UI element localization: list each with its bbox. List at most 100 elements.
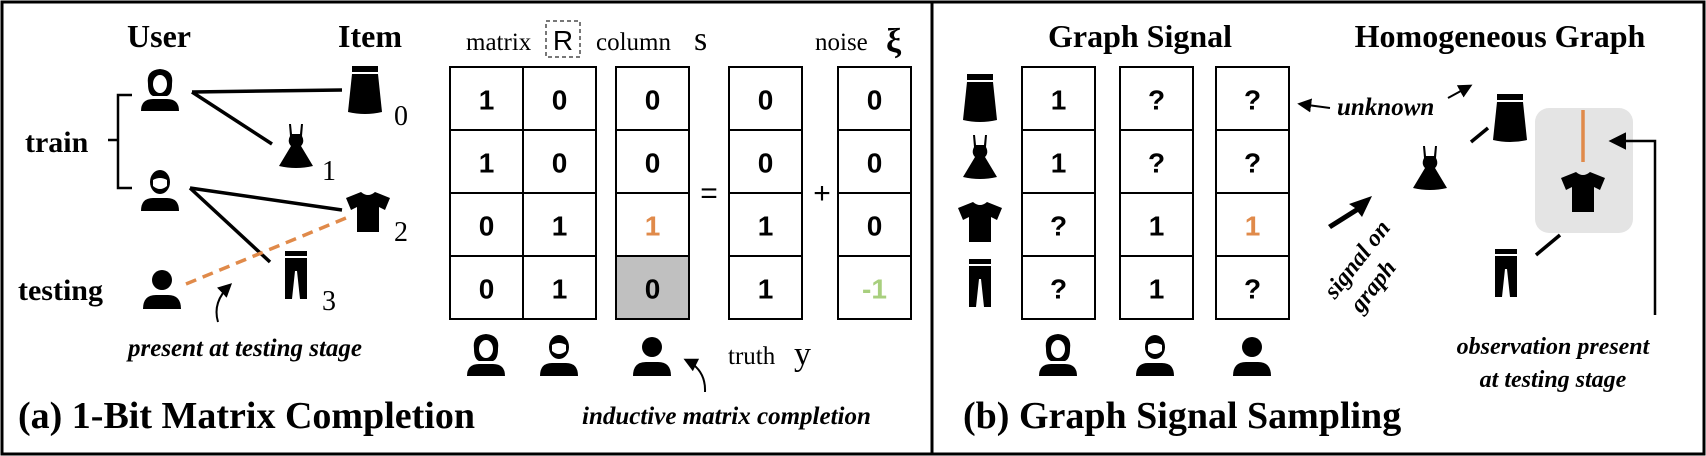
dress-icon — [279, 124, 313, 168]
male-user-icon-r — [540, 335, 578, 376]
column-s-cell-box — [615, 66, 690, 131]
train-bracket — [108, 93, 132, 190]
truth-y-cell-box — [728, 192, 803, 257]
column-symbol: s — [694, 21, 707, 58]
female-user-icon — [141, 69, 179, 111]
matrix-r-cell-value: 1 — [552, 274, 568, 305]
dress-icon-b — [963, 135, 997, 179]
column-s-cell-value: 1 — [645, 211, 661, 242]
matrix-r-cell-value: 0 — [479, 211, 495, 242]
edge-u1-i3 — [188, 186, 272, 264]
caption-a: (a) 1-Bit Matrix Completion — [18, 395, 475, 437]
user-heading: User — [127, 18, 191, 54]
matrix-r-cell-box — [522, 129, 597, 194]
skirt-icon-b — [963, 74, 997, 122]
noise-label: noise — [815, 29, 868, 56]
signal-col-0-cell-box — [1021, 66, 1096, 131]
matrix-r-cell-value: 0 — [552, 85, 568, 116]
signal-col-1-cell-value: 1 — [1149, 211, 1165, 242]
signal-col-1-cell-value: 1 — [1149, 274, 1165, 305]
signal-col-2-cell-box — [1215, 192, 1290, 257]
matrix-r-cell-box — [522, 192, 597, 257]
edge-u1-i2 — [189, 186, 343, 212]
observation-line1: observation present — [1457, 334, 1651, 360]
testing-label: testing — [18, 274, 103, 307]
noise-xi-cell-box — [837, 66, 912, 131]
inductive-arrow — [683, 358, 707, 393]
signal-col-1-cell-value: ? — [1148, 85, 1165, 116]
truth-y-cell-value: 1 — [758, 274, 774, 305]
observation-line2: at testing stage — [1480, 367, 1627, 393]
tshirt-icon — [346, 192, 390, 232]
signal-col-2-cell-box — [1215, 129, 1290, 194]
matrix-r-cell-value: 0 — [552, 148, 568, 179]
signal-col-1-cell-value: ? — [1148, 148, 1165, 179]
signal-col-0: 11?? — [1021, 66, 1096, 320]
test-user-icon-b — [1233, 337, 1271, 376]
noise-xi-cell-value: -1 — [862, 274, 887, 305]
noise-symbol: ξ — [886, 23, 902, 60]
truth-y-cell-value: 1 — [758, 211, 774, 242]
signal-col-0-cell-box — [1021, 255, 1096, 320]
noise-xi-cell-value: 0 — [867, 148, 883, 179]
signal-col-2: ??1? — [1215, 66, 1290, 320]
signal-col-2-cell-value: ? — [1244, 85, 1261, 116]
item-label-0: 0 — [394, 101, 408, 132]
truth-y-cell-value: 0 — [758, 85, 774, 116]
truth-y-cell-box — [728, 66, 803, 131]
column-s-cell-box — [615, 255, 690, 320]
signal-col-1-cell-box — [1119, 192, 1194, 257]
edge-u0-i0 — [191, 88, 343, 94]
signal-col-1-cell-box — [1119, 66, 1194, 131]
signal-col-2-cell-value: ? — [1244, 274, 1261, 305]
truth-symbol: y — [794, 336, 811, 373]
unknown-label: unknown — [1337, 94, 1434, 121]
signal-col-2-cell-value: ? — [1244, 148, 1261, 179]
matrix-r-cell-box — [449, 129, 524, 194]
train-label: train — [25, 126, 89, 159]
noise-xi-cell-box — [837, 255, 912, 320]
item-label-3: 3 — [322, 286, 336, 317]
test-edge — [185, 216, 347, 286]
unknown-arrow-right — [1447, 84, 1473, 99]
item-label-2: 2 — [394, 217, 408, 248]
female-user-icon-r — [467, 334, 505, 376]
matrix-label: matrix — [466, 29, 532, 56]
noise-xi-cell-box — [837, 192, 912, 257]
signal-col-2-cell-box — [1215, 255, 1290, 320]
noise-xi-cell-value: 0 — [867, 85, 883, 116]
dress-node-icon — [1413, 146, 1447, 190]
equals-sign: = — [700, 177, 718, 210]
column-s-cell-value: 0 — [645, 148, 661, 179]
male-user-icon — [141, 170, 179, 211]
matrix-r-cell-box — [449, 192, 524, 257]
item-heading: Item — [338, 18, 402, 54]
signal-col-2-cell-box — [1215, 66, 1290, 131]
truth-label: truth — [728, 343, 776, 370]
matrix-symbol: R — [553, 25, 573, 56]
matrix-r-cell-box — [449, 255, 524, 320]
test-user-icon — [143, 270, 181, 309]
pants-node-icon — [1495, 249, 1517, 297]
matrix-r-cell-value: 0 — [479, 274, 495, 305]
signal-col-1: ?? 1 1 — [1119, 66, 1194, 320]
panel-b-frame — [930, 0, 1706, 456]
signal-col-0-cell-value: ? — [1050, 211, 1067, 242]
caption-b: (b) Graph Signal Sampling — [963, 395, 1401, 437]
signal-arrow-icon — [1328, 196, 1372, 229]
signal-col-1-cell-box — [1119, 255, 1194, 320]
edge-u0-i1 — [191, 90, 273, 146]
graph-edge-pants-tshirt — [1534, 233, 1562, 257]
homogeneous-graph-heading: Homogeneous Graph — [1355, 18, 1646, 54]
matrix-symbol-box — [545, 20, 581, 58]
observation-arrow — [1608, 132, 1657, 315]
column-s-cell-value: 0 — [645, 274, 661, 305]
signal-col-1-cell-box — [1119, 129, 1194, 194]
skirt-node-icon — [1493, 94, 1527, 142]
unknown-arrow-left — [1297, 98, 1331, 113]
skirt-icon — [348, 66, 382, 114]
pants-icon — [285, 251, 307, 299]
